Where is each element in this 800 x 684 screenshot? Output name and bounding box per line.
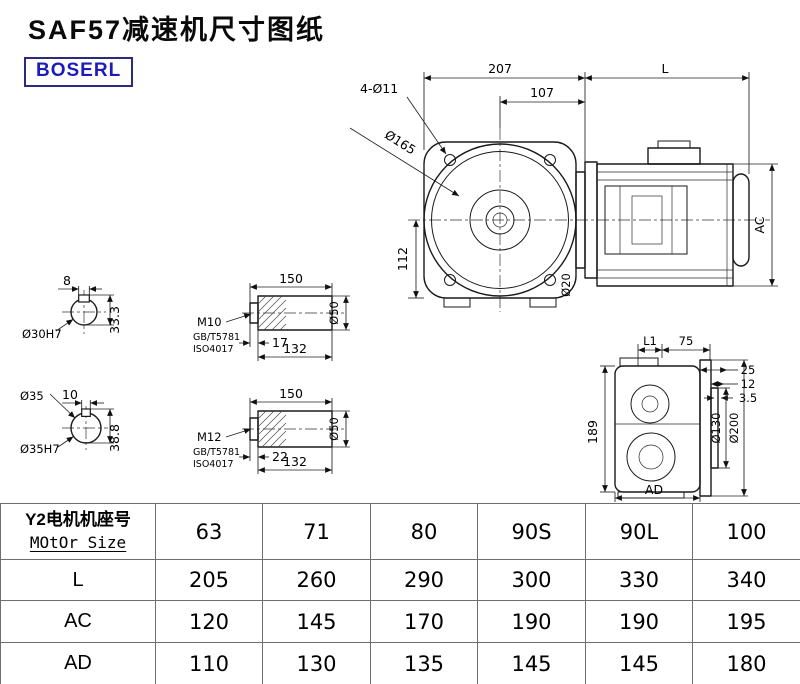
value-cell: 205 (155, 559, 263, 601)
dimension-table: Y2电机机座号 MOtOr Size 63 71 80 90S 90L 100 … (0, 503, 800, 684)
bolt-hole (544, 154, 556, 166)
value-cell: 145 (262, 600, 371, 643)
standard-label: GB/T5781 (193, 332, 240, 343)
value-cell: 120 (155, 600, 263, 643)
value-cell: 110 (155, 642, 263, 684)
shaft-detail-bottom: Ø35 10 Ø35H7 38.8 (20, 386, 350, 474)
output-boss (626, 432, 676, 482)
flange-pilot (710, 387, 719, 469)
dim-length-label: 150 (279, 386, 303, 401)
value-cell: 135 (370, 642, 478, 684)
motor-body (596, 163, 734, 287)
table-row-L: L 205 260 290 300 330 340 (0, 559, 800, 601)
dim-189-label: 189 (585, 420, 600, 444)
dim-L-label: L (662, 61, 669, 76)
motor-size-header-en: MOtOr Size (29, 533, 127, 553)
row-label-AC: AC (0, 600, 156, 643)
dim-AC-label: AC (752, 216, 767, 233)
value-cell: 340 (692, 559, 800, 601)
bolt-holes-label: 4-Ø11 (360, 81, 398, 96)
fan-cover (732, 173, 750, 267)
table-row-AC: AC 120 145 170 190 190 195 (0, 600, 800, 643)
dim-body-label: 132 (283, 454, 307, 469)
housing-profile (614, 365, 701, 493)
thread-label: M10 (197, 315, 222, 329)
dim-L1-label: L1 (643, 334, 657, 348)
dim-75-label: 75 (679, 334, 694, 348)
value-cell: 190 (477, 600, 586, 643)
technical-drawing: 207 L 107 4-Ø11 Ø165 112 AC Ø20 (20, 61, 778, 502)
flange-dia-label: Ø200 (727, 412, 741, 443)
size-cell: 90S (477, 503, 586, 560)
dim-keywidth-label: 8 (63, 273, 71, 288)
dim-AD-label: AD (645, 482, 663, 497)
dim-keyheight-label: 38.8 (107, 424, 122, 452)
motor-size-header-cn: Y2电机机座号 (25, 510, 131, 530)
dim-3-5-label: 3.5 (739, 391, 757, 405)
shaft-detail-top: 8 Ø30H7 33.3 150 M10 GB (22, 271, 350, 361)
size-cell: 63 (155, 503, 263, 560)
size-cell: 80 (370, 503, 478, 560)
thread-label: M12 (197, 430, 222, 444)
dim-keyheight-label: 33.3 (107, 306, 122, 334)
bolt-hole (444, 274, 456, 286)
value-cell: 145 (585, 642, 693, 684)
row-label-L: L (0, 559, 156, 601)
dim-body-label: 132 (283, 341, 307, 356)
brand-text: BOSERL (36, 60, 122, 81)
shaft-dia50-label: Ø50 (327, 417, 341, 441)
size-cell: 90L (585, 503, 693, 560)
table-row-AD: AD 110 130 135 145 145 180 (0, 642, 800, 684)
outer-dia-label: Ø35 (20, 389, 44, 403)
bolt-hole (444, 154, 456, 166)
value-cell: 190 (585, 600, 693, 643)
bolt-hole (544, 274, 556, 286)
value-cell: 290 (370, 559, 478, 601)
keyway (78, 294, 90, 303)
value-cell: 180 (692, 642, 800, 684)
side-view: L1 75 25 12 3.5 189 Ø130 Ø200 (585, 334, 757, 502)
flange-dia-label: Ø165 (382, 127, 419, 158)
dim-112-label: 112 (395, 247, 410, 271)
value-cell: 145 (477, 642, 586, 684)
standard-label: ISO4017 (193, 459, 234, 470)
table-row-header: Y2电机机座号 MOtOr Size 63 71 80 90S 90L 100 (0, 503, 800, 560)
bore-label: Ø30H7 (22, 327, 62, 341)
dim-25-label: 25 (741, 363, 756, 377)
dim-keywidth-label: 10 (62, 387, 78, 402)
dim-step-label: 17 (272, 335, 288, 350)
dim-107-label: 107 (530, 85, 554, 100)
value-cell: 195 (692, 600, 800, 643)
standard-label: GB/T5781 (193, 447, 240, 458)
brand-logo: BOSERL (24, 57, 134, 87)
value-cell: 130 (262, 642, 371, 684)
value-cell: 300 (477, 559, 586, 601)
dim-step-label: 22 (272, 449, 288, 464)
page-title: SAF57减速机尺寸图纸 (28, 15, 326, 45)
keyway (81, 408, 91, 418)
dim-length-label: 150 (279, 271, 303, 286)
shaft-dia50-label: Ø50 (327, 301, 341, 325)
motor-size-header: Y2电机机座号 MOtOr Size (0, 503, 156, 560)
size-cell: 71 (262, 503, 371, 560)
dim-207-label: 207 (488, 61, 512, 76)
row-label-AD: AD (0, 642, 156, 684)
value-cell: 260 (262, 559, 371, 601)
pilot-dia-label: Ø130 (709, 412, 723, 443)
value-cell: 170 (370, 600, 478, 643)
terminal-box (647, 147, 701, 165)
standard-label: ISO4017 (193, 344, 234, 355)
shaft-dia-label: Ø20 (559, 273, 573, 297)
front-view: 207 L 107 4-Ø11 Ø165 112 AC Ø20 (349, 61, 778, 312)
size-cell: 100 (692, 503, 800, 560)
value-cell: 330 (585, 559, 693, 601)
bore-label: Ø35H7 (20, 442, 60, 456)
dim-12-label: 12 (741, 377, 756, 391)
